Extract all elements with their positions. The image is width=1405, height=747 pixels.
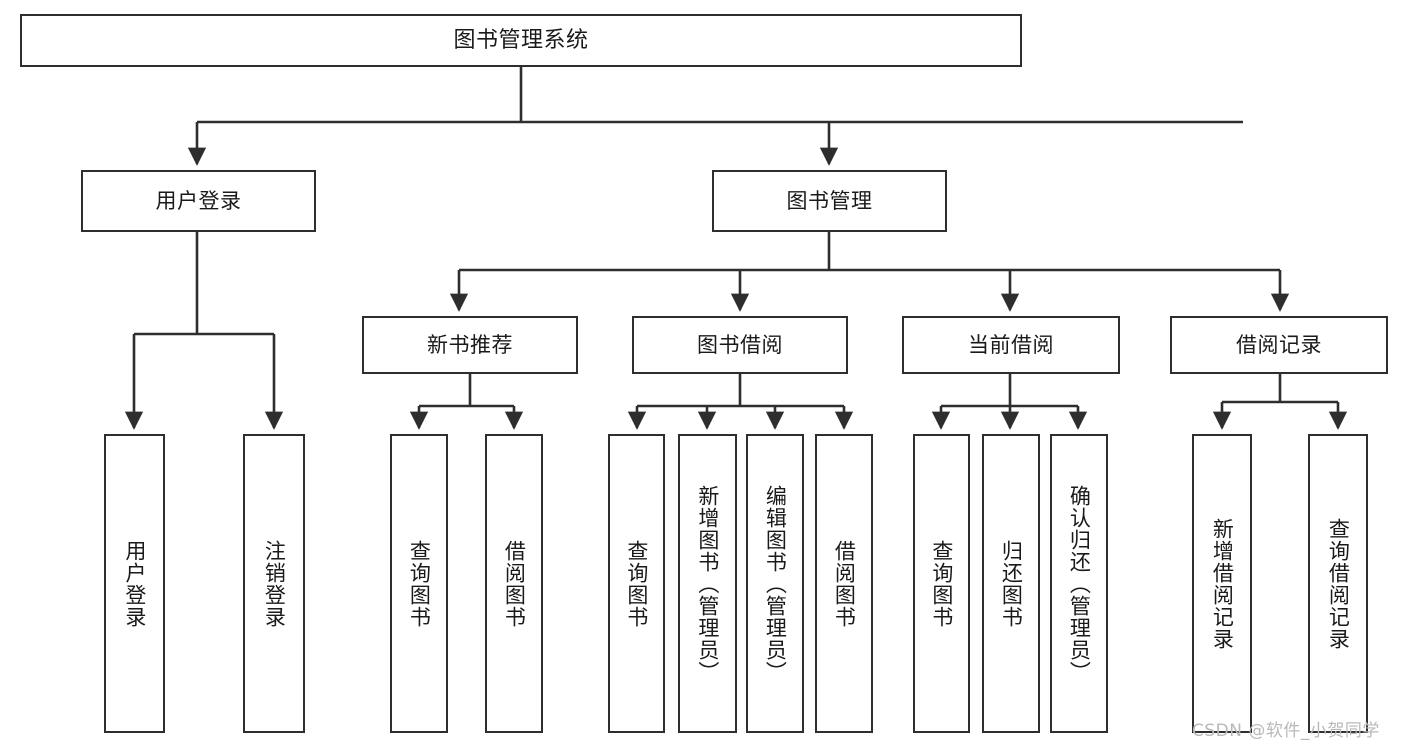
node-leaf-return-book-label: 归还图书 — [999, 539, 1024, 628]
node-leaf-add-book-label: 新增图书（管理员） — [695, 484, 720, 683]
node-leaf-edit-book[interactable]: 编辑图书（管理员） — [746, 434, 804, 733]
node-leaf-confirm-return-label: 确认归还（管理员） — [1067, 484, 1092, 683]
node-borrow-record[interactable]: 借阅记录 — [1170, 316, 1388, 374]
node-root-label: 图书管理系统 — [453, 27, 589, 53]
node-leaf-query-book-c-label: 查询图书 — [929, 539, 954, 628]
node-leaf-add-record-label: 新增借阅记录 — [1210, 517, 1235, 650]
node-leaf-logout[interactable]: 注销登录 — [243, 434, 305, 733]
node-leaf-query-record[interactable]: 查询借阅记录 — [1308, 434, 1368, 733]
node-leaf-borrow-book-b-label: 借阅图书 — [832, 539, 857, 628]
node-book-manage[interactable]: 图书管理 — [712, 170, 947, 232]
node-leaf-query-record-label: 查询借阅记录 — [1326, 517, 1351, 650]
node-leaf-query-book-a[interactable]: 查询图书 — [390, 434, 448, 733]
node-leaf-query-book-c[interactable]: 查询图书 — [913, 434, 970, 733]
node-user-login[interactable]: 用户登录 — [81, 170, 316, 232]
watermark: CSDN @软件_小贺同学 — [1192, 721, 1380, 741]
node-leaf-edit-book-label: 编辑图书（管理员） — [763, 484, 788, 683]
node-book-borrow[interactable]: 图书借阅 — [632, 316, 848, 374]
node-leaf-logout-label: 注销登录 — [262, 539, 287, 628]
node-current-borrow[interactable]: 当前借阅 — [902, 316, 1120, 374]
node-leaf-add-record[interactable]: 新增借阅记录 — [1192, 434, 1252, 733]
node-user-login-label: 用户登录 — [155, 188, 242, 213]
node-new-book-rec[interactable]: 新书推荐 — [362, 316, 578, 374]
node-leaf-return-book[interactable]: 归还图书 — [982, 434, 1040, 733]
node-borrow-record-label: 借阅记录 — [1236, 332, 1322, 357]
node-current-borrow-label: 当前借阅 — [968, 332, 1054, 357]
node-root[interactable]: 图书管理系统 — [20, 14, 1022, 67]
node-leaf-borrow-book-a-label: 借阅图书 — [502, 539, 527, 628]
node-leaf-confirm-return[interactable]: 确认归还（管理员） — [1050, 434, 1108, 733]
node-leaf-borrow-book-b[interactable]: 借阅图书 — [815, 434, 873, 733]
node-leaf-user-login[interactable]: 用户登录 — [104, 434, 165, 733]
node-leaf-query-book-a-label: 查询图书 — [407, 539, 432, 628]
node-book-borrow-label: 图书借阅 — [697, 332, 783, 357]
node-leaf-add-book[interactable]: 新增图书（管理员） — [678, 434, 737, 733]
node-leaf-query-book-b-label: 查询图书 — [624, 539, 649, 628]
node-new-book-rec-label: 新书推荐 — [427, 332, 513, 357]
node-leaf-query-book-b[interactable]: 查询图书 — [608, 434, 665, 733]
node-leaf-borrow-book-a[interactable]: 借阅图书 — [485, 434, 543, 733]
node-book-manage-label: 图书管理 — [786, 188, 873, 213]
node-leaf-user-login-label: 用户登录 — [122, 539, 147, 628]
